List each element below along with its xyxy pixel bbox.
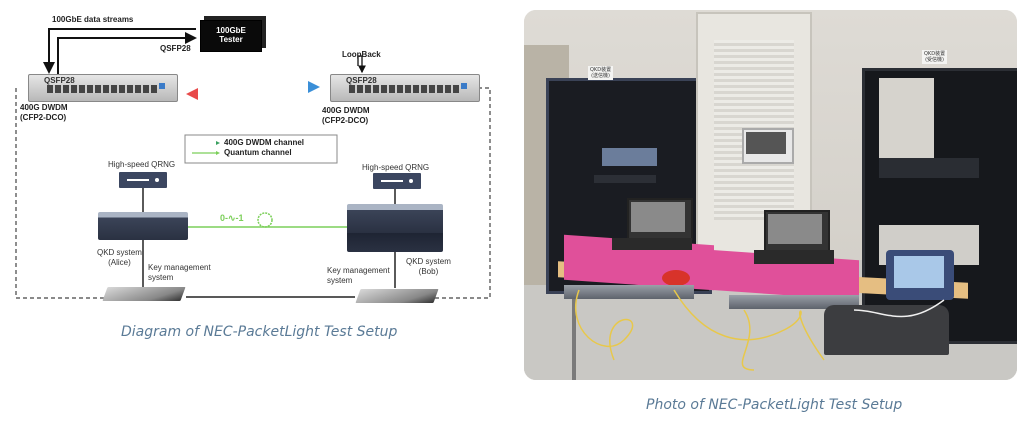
legend-quantum-label: Quantum channel — [224, 148, 292, 157]
qrng-right-label: High-speed QRNG — [362, 163, 430, 172]
fiber-coil-icon — [257, 212, 273, 228]
switch-port-blue — [159, 83, 165, 89]
legend-dwdm-label: 400G DWDM channel — [224, 138, 305, 147]
photo-laptop-left-base — [612, 238, 692, 250]
qrng-right-device — [373, 173, 421, 189]
right-dwdm-label: 400G DWDM (CFP2-DCO) — [322, 106, 370, 125]
right-switch-port-label: QSFP28 — [346, 76, 377, 85]
photo-switch-right — [729, 295, 859, 309]
diagram-connectors — [15, 28, 491, 299]
loopback-label: LoopBack — [342, 50, 381, 59]
photo-table-leg — [572, 288, 576, 380]
tester-box: 100GbE Tester — [200, 20, 262, 52]
kms-right-server — [355, 289, 439, 303]
switch-port-blue — [461, 83, 467, 89]
qkd-alice-device — [98, 212, 188, 240]
data-stream-arrow-down — [43, 28, 196, 74]
quantum-bits-label: 0-∿-1 — [220, 213, 244, 223]
data-streams-label: 100GbE data streams — [52, 15, 134, 24]
left-switch — [28, 74, 178, 102]
photo-laptop-right-base — [754, 250, 834, 264]
qrng-left-device — [119, 172, 167, 188]
qsfp-tester-label: QSFP28 — [160, 44, 191, 53]
test-setup-diagram: 100GbE Tester 100GbE data streams QSFP28… — [0, 0, 520, 320]
left-switch-port-label: QSFP28 — [44, 76, 75, 85]
left-dwdm-label: 400G DWDM (CFP2-DCO) — [20, 103, 68, 122]
photo-red-disc — [662, 270, 690, 286]
dashed-fiber-loop — [15, 87, 491, 299]
photo-laptop-right-screen — [768, 214, 822, 244]
loopback-arrow — [357, 55, 366, 74]
qkd-bob-device — [347, 204, 443, 252]
photo-fiber-cables — [574, 289, 945, 371]
qkd-alice-label: QKD system (Alice) — [97, 248, 142, 267]
switch-ports — [349, 85, 459, 93]
photo-caption: Photo of NEC-PacketLight Test Setup — [646, 397, 903, 413]
photo-right-rack-tag: QKD装置 (受信機) — [922, 50, 948, 64]
tester-label: 100GbE Tester — [216, 26, 246, 44]
diagram-caption: Diagram of NEC-PacketLight Test Setup — [121, 324, 398, 340]
legend-box — [184, 134, 338, 164]
photo-laptop-left-screen — [631, 202, 685, 232]
kms-left-label: Key management system — [148, 263, 211, 282]
photo-left-rack-device — [594, 175, 656, 183]
photo-right-rack-device — [879, 158, 979, 178]
qrng-left-label: High-speed QRNG — [108, 160, 176, 169]
test-setup-photo: QKD装置 (送信機) QKD装置 (受信機) — [524, 10, 1017, 380]
data-stream-arrow-right — [57, 32, 197, 74]
switch-ports — [47, 85, 157, 93]
photo-chair — [824, 305, 949, 355]
photo-rack-laptop-screen — [746, 132, 786, 154]
kms-right-label: Key management system — [327, 266, 390, 285]
photo-left-rack-device — [602, 148, 657, 166]
photo-otdr-screen — [894, 256, 944, 288]
right-switch — [330, 74, 480, 102]
photo-switch-left — [564, 285, 694, 299]
photo-left-rack-tag: QKD装置 (送信機) — [588, 66, 614, 80]
qkd-bob-label: QKD system (Bob) — [406, 257, 451, 276]
kms-left-server — [102, 287, 186, 301]
